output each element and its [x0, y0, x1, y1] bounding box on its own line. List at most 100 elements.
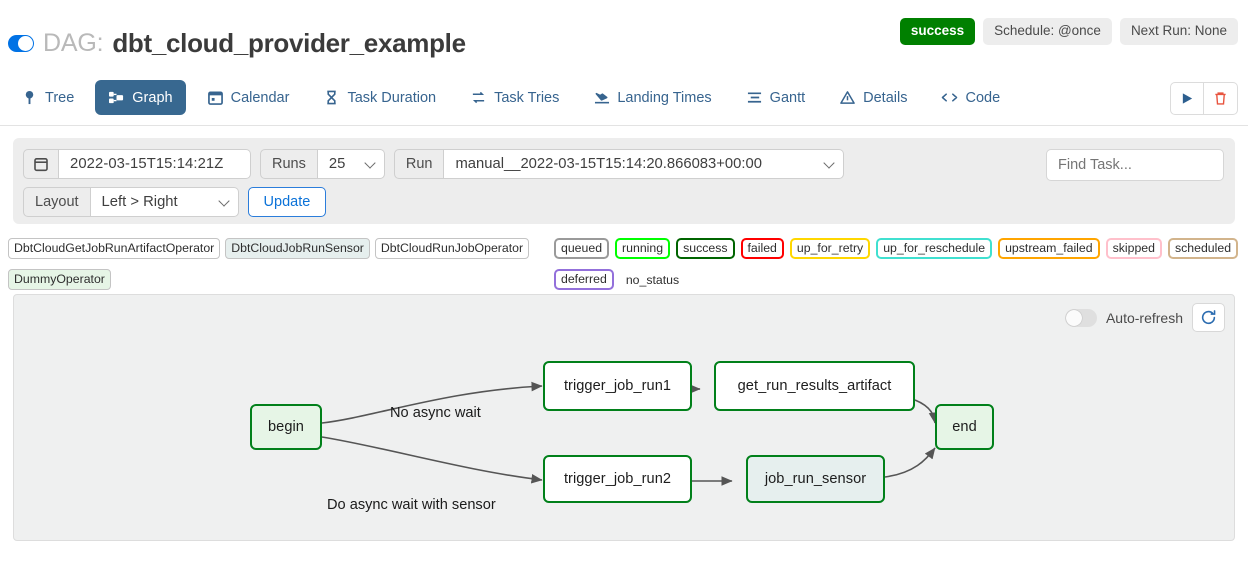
legend-status-chip: scheduled	[1167, 238, 1239, 260]
page-title: dbt_cloud_provider_example	[112, 28, 466, 58]
tab-details[interactable]: Details	[826, 80, 920, 115]
delete-dag-button[interactable]	[1204, 82, 1238, 115]
legend-no-status-label: no_status	[625, 272, 680, 287]
calendar-icon[interactable]	[23, 149, 59, 179]
node-label: begin	[268, 419, 304, 435]
run-group: Run manual__2022-03-15T15:14:20.866083+0…	[393, 149, 845, 179]
edge-label-do-async-wait: Do async wait with sensor	[327, 497, 496, 513]
legend-status-chip: up_for_retry	[789, 238, 871, 260]
refresh-icon	[1201, 310, 1216, 325]
graph-edges	[321, 381, 939, 486]
dag-label: DAG:	[43, 29, 104, 57]
legend-operator-chip: DummyOperator	[8, 269, 111, 291]
calendar-icon	[207, 89, 224, 106]
legend-status-chip: skipped	[1105, 238, 1162, 260]
dag-node-end[interactable]: end	[935, 404, 994, 450]
legend-operator-chip: DbtCloudGetJobRunArtifactOperator	[8, 238, 221, 260]
graph-canvas-panel: Auto-refresh	[13, 294, 1235, 541]
auto-refresh-toggle[interactable]	[1064, 308, 1097, 327]
tab-label: Code	[965, 89, 1001, 106]
status-legend-row-2: deferred no_status	[554, 269, 1248, 291]
node-label: trigger_job_run1	[563, 378, 672, 394]
node-label: end	[952, 419, 977, 435]
trigger-dag-button[interactable]	[1170, 82, 1204, 115]
runs-select[interactable]: 25	[317, 149, 385, 179]
refresh-button[interactable]	[1192, 303, 1225, 332]
layout-group: Layout Left > Right	[23, 187, 239, 217]
dag-node-job_run_sensor[interactable]: job_run_sensor	[746, 455, 885, 503]
landing-icon	[593, 89, 610, 106]
run-select[interactable]: manual__2022-03-15T15:14:20.866083+00:00	[444, 149, 845, 179]
legend-status-chip: queued	[554, 238, 610, 260]
layout-label: Layout	[23, 187, 91, 217]
execution-date-group: 2022-03-15T15:14:21Z	[23, 149, 251, 179]
tab-task-duration[interactable]: Task Duration	[310, 80, 449, 115]
tab-label: Task Tries	[494, 89, 560, 106]
node-label: get_run_results_artifact	[737, 378, 892, 394]
page-header: DAG: dbt_cloud_provider_example success …	[0, 0, 1248, 70]
run-label: Run	[393, 149, 445, 179]
code-brackets-icon	[941, 89, 958, 106]
legend-status-chip: deferred	[554, 269, 614, 291]
tab-task-tries[interactable]: Task Tries	[457, 80, 572, 115]
play-icon	[1182, 93, 1192, 104]
dag-node-get_run_results_artifact[interactable]: get_run_results_artifact	[714, 361, 915, 411]
tab-code[interactable]: Code	[928, 80, 1013, 115]
tab-landing-times[interactable]: Landing Times	[580, 80, 724, 115]
retry-icon	[470, 89, 487, 106]
hourglass-icon	[323, 89, 340, 106]
dag-node-trigger_job_run1[interactable]: trigger_job_run1	[543, 361, 692, 411]
dag-action-buttons	[1170, 82, 1238, 115]
status-badge: success	[899, 18, 976, 45]
runs-group: Runs 25	[260, 149, 385, 179]
tab-label: Gantt	[769, 89, 806, 106]
edge-label-no-async-wait: No async wait	[390, 405, 481, 421]
schedule-badge[interactable]: Schedule: @once	[983, 18, 1112, 45]
graph-icon	[108, 89, 125, 106]
warning-triangle-icon	[839, 89, 856, 106]
dag-node-trigger_job_run2[interactable]: trigger_job_run2	[543, 455, 692, 503]
tab-gantt[interactable]: Gantt	[733, 80, 818, 115]
search-input[interactable]	[1046, 149, 1224, 181]
dag-pause-toggle[interactable]	[8, 35, 34, 52]
tree-icon	[21, 89, 38, 106]
view-tabs: Tree Graph Calendar Task Duration Task T…	[0, 70, 1248, 126]
graph-toolbar: Auto-refresh	[1064, 303, 1225, 332]
node-label: job_run_sensor	[764, 471, 867, 487]
tab-label: Calendar	[230, 89, 290, 106]
tab-calendar[interactable]: Calendar	[194, 80, 303, 115]
legend-status-chip: failed	[740, 238, 784, 260]
controls-row-1: 2022-03-15T15:14:21Z Runs 25 Run manual_…	[23, 149, 1225, 179]
legend-status-chip: upstream_failed	[998, 238, 1100, 260]
controls-row-2: Layout Left > Right Update	[23, 187, 1225, 217]
dag-graph[interactable]: begin trigger_job_run1 get_run_results_a…	[14, 295, 1234, 540]
legend: DbtCloudGetJobRunArtifactOperator DbtClo…	[6, 238, 1242, 291]
tab-graph[interactable]: Graph	[95, 80, 186, 115]
next-run-badge: Next Run: None	[1119, 18, 1238, 45]
tab-label: Tree	[45, 89, 75, 106]
dag-node-begin[interactable]: begin	[250, 404, 322, 450]
runs-label: Runs	[260, 149, 318, 179]
layout-select[interactable]: Left > Right	[90, 187, 239, 217]
legend-operator-chip: DbtCloudRunJobOperator	[374, 238, 530, 260]
operator-legend: DbtCloudGetJobRunArtifactOperator DbtClo…	[8, 238, 538, 291]
tab-label: Graph	[132, 89, 173, 106]
legend-status-chip: running	[615, 238, 671, 260]
gantt-icon	[746, 89, 763, 106]
tab-label: Landing Times	[617, 89, 712, 106]
node-label: trigger_job_run2	[563, 471, 672, 487]
auto-refresh-label: Auto-refresh	[1105, 309, 1183, 326]
header-badges: success Schedule: @once Next Run: None	[899, 18, 1238, 45]
trash-icon	[1215, 92, 1226, 105]
tab-label: Details	[863, 89, 908, 106]
update-button[interactable]: Update	[247, 187, 327, 217]
legend-operator-chip: DbtCloudJobRunSensor	[225, 238, 370, 260]
dag-title-row: DAG: dbt_cloud_provider_example	[8, 28, 466, 59]
status-legend: queued running success failed up_for_ret…	[554, 238, 1248, 291]
run-controls-panel: 2022-03-15T15:14:21Z Runs 25 Run manual_…	[13, 138, 1235, 224]
legend-status-chip: up_for_reschedule	[876, 238, 993, 260]
tab-tree[interactable]: Tree	[8, 80, 87, 115]
execution-date-input[interactable]: 2022-03-15T15:14:21Z	[59, 149, 251, 179]
tab-label: Task Duration	[347, 89, 437, 106]
legend-status-chip: success	[676, 238, 735, 260]
